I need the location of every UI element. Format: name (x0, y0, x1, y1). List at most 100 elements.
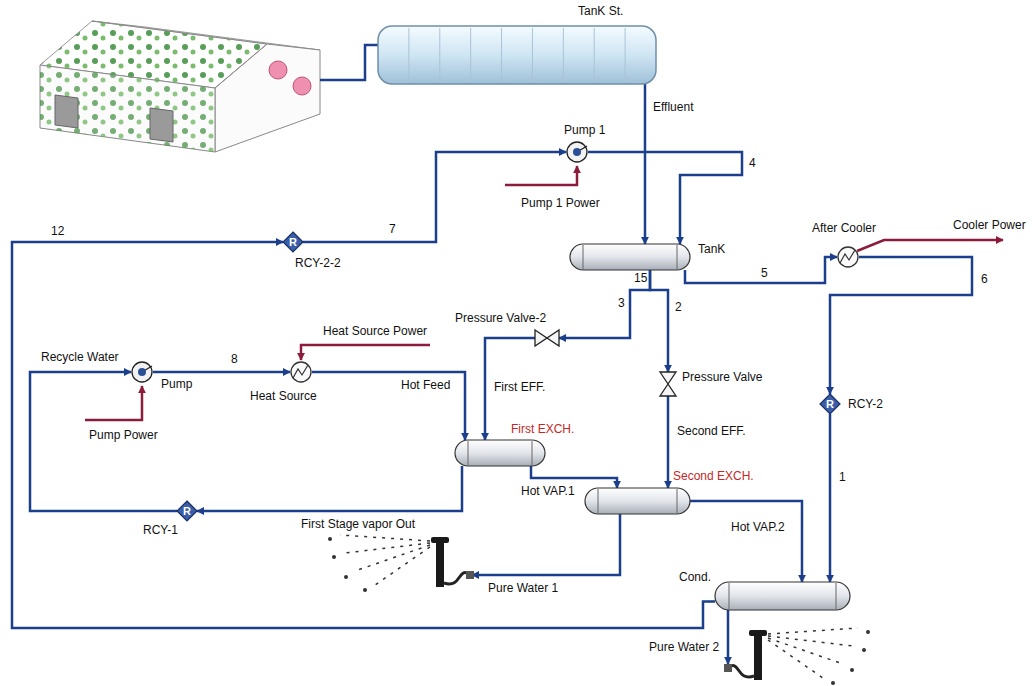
energy-line (301, 345, 430, 360)
label-anchor: 1 (838, 470, 847, 484)
diamond-symbol (177, 501, 197, 521)
condenser: Cond. (715, 582, 850, 610)
symbol-part (378, 26, 656, 84)
label-anchor: 6 (980, 272, 989, 286)
stream-line (30, 372, 177, 511)
symbol-part (283, 232, 303, 252)
symbol-part (138, 368, 146, 376)
energy-label: Pump Power (88, 428, 159, 442)
label-anchor: Recycle Water (40, 350, 120, 364)
heater-symbol (291, 362, 311, 382)
symbol-part (594, 28, 595, 82)
stream-line (197, 466, 462, 511)
stream-label: 12 (50, 224, 65, 238)
label-anchor: Pure Water 2 (648, 640, 720, 654)
diamond-symbol (820, 394, 840, 414)
symbol-part (532, 441, 533, 465)
energy-line (85, 386, 142, 420)
symbol-part (567, 142, 587, 162)
energy-line (505, 166, 577, 185)
label-anchor: 5 (760, 266, 769, 280)
label-anchor: Pump 1 Power (520, 196, 601, 210)
symbol-part (535, 330, 559, 346)
greenhouse (40, 21, 320, 152)
label-anchor: 2 (674, 300, 683, 314)
recycle-block: RRCY-2-2 (283, 232, 303, 252)
vessel-symbol (455, 440, 545, 466)
stream-line (312, 372, 465, 440)
stream-line (829, 414, 832, 582)
symbol-part (583, 245, 584, 269)
symbol-part (585, 488, 690, 514)
stream-label: 4 (748, 156, 757, 170)
symbol-part (820, 394, 840, 414)
shape-outline (566, 141, 588, 163)
energy-streams (85, 166, 1003, 420)
shape-outline (378, 26, 656, 84)
recycle-block: RRCY-1 (177, 501, 197, 521)
greenhouse-door (150, 108, 173, 142)
stream-line (644, 84, 647, 244)
symbol-part (563, 28, 564, 82)
symbol-part (598, 489, 599, 513)
label-anchor: 3 (617, 296, 626, 310)
pump-symbol (567, 142, 587, 162)
heater-symbol (838, 247, 858, 267)
recycle-mark: R (289, 236, 297, 248)
equipment-label: First EXCH. (511, 422, 574, 436)
text-anchor: Pressure Valve-2 (455, 311, 546, 325)
greenhouse-pipe (320, 45, 378, 80)
product-lines (472, 514, 728, 664)
stream-line (690, 501, 802, 582)
cooler: After Cooler (837, 246, 859, 268)
greenhouse-plants (40, 65, 215, 152)
pressure-valve: Pressure Valve-2 (535, 330, 559, 346)
symbol-part (573, 148, 581, 156)
label-anchor: Hot VAP.2 (730, 520, 786, 534)
tank-vessel: TanK (570, 244, 690, 270)
energy-label: Heat Source Power (322, 324, 428, 338)
symbol-part (660, 372, 676, 396)
shape-outline (290, 361, 312, 383)
symbol-part (291, 362, 311, 382)
stream-line (588, 152, 742, 244)
stream-number: 15 (633, 271, 648, 285)
heat-exchanger: Second EXCH. (585, 488, 690, 514)
shape-outline (131, 361, 153, 383)
symbol-part (132, 362, 152, 382)
text-anchor: Pump (161, 377, 192, 391)
symbol-part (293, 365, 308, 378)
stream-label: Second EFF. (676, 424, 747, 438)
label-anchor: Hot Feed (400, 378, 451, 392)
stream-label: Hot VAP.1 (520, 484, 576, 498)
recycle-mark: R (826, 398, 834, 410)
symbol-part (840, 250, 855, 263)
stream-line (685, 257, 837, 283)
stream-line (12, 242, 715, 628)
stream-line (559, 270, 650, 338)
label-anchor: Effluent (652, 100, 694, 114)
diamond-symbol (283, 232, 303, 252)
symbol-part (570, 244, 690, 270)
fan (293, 77, 311, 95)
stream-label: Hot VAP.2 (730, 520, 786, 534)
symbol-part (838, 247, 858, 267)
water-line (727, 610, 730, 664)
shape-outline (585, 488, 690, 514)
vessel-symbol (585, 488, 690, 514)
label-anchor: 7 (388, 222, 397, 236)
label-anchor: Second EFF. (676, 424, 747, 438)
stTank-symbol (378, 26, 656, 84)
text-anchor: TanK (698, 242, 725, 256)
equipment-label: RCY-1 (143, 523, 178, 537)
symbol-part (715, 582, 850, 610)
stream-label: 5 (760, 266, 769, 280)
greenhouse-door (55, 95, 78, 128)
shape-outline (455, 440, 545, 466)
text-anchor: Cond. (679, 570, 711, 584)
pressure-valve: Pressure Valve (660, 372, 676, 396)
heater: Heat Source (290, 361, 312, 383)
symbol-part (729, 583, 730, 609)
